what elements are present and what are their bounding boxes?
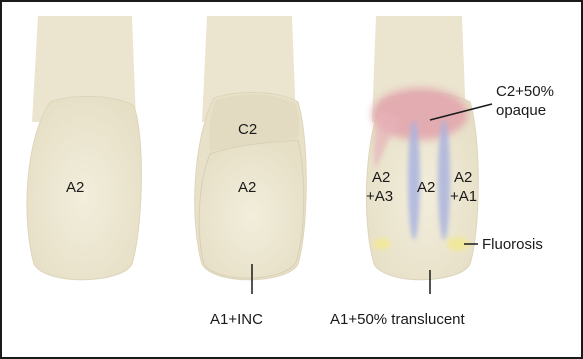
tooth-2-body-zone — [199, 140, 304, 278]
tooth-1-shade-label: A2 — [66, 179, 84, 196]
tooth-3-right-label-line2: +A1 — [450, 188, 477, 205]
fluorosis-callout-label: Fluorosis — [482, 236, 543, 253]
translucent-callout-label: A1+50% translucent — [330, 311, 466, 328]
tooth-3-center-label: A2 — [417, 179, 435, 196]
opaque-callout-line1: C2+50% — [496, 83, 554, 100]
tooth-2-incisal-label: C2 — [238, 121, 257, 138]
tooth-1: A2 — [27, 16, 141, 280]
tooth-2: C2 A2 A1+INC — [195, 16, 307, 328]
fluorosis-spot-left — [373, 238, 391, 250]
tooth-2-callout-label: A1+INC — [210, 311, 263, 328]
tooth-3-left-label-line1: A2 — [372, 169, 390, 186]
tooth-3: A2 +A3 A2 A2 +A1 C2+50% opaque Fluorosis… — [330, 16, 554, 328]
translucent-stripe-right — [438, 120, 450, 240]
opaque-callout-line2: opaque — [496, 102, 546, 119]
tooth-2-body-label: A2 — [238, 179, 256, 196]
tooth-3-left-label-line2: +A3 — [366, 188, 393, 205]
tooth-3-right-label-line1: A2 — [454, 169, 472, 186]
